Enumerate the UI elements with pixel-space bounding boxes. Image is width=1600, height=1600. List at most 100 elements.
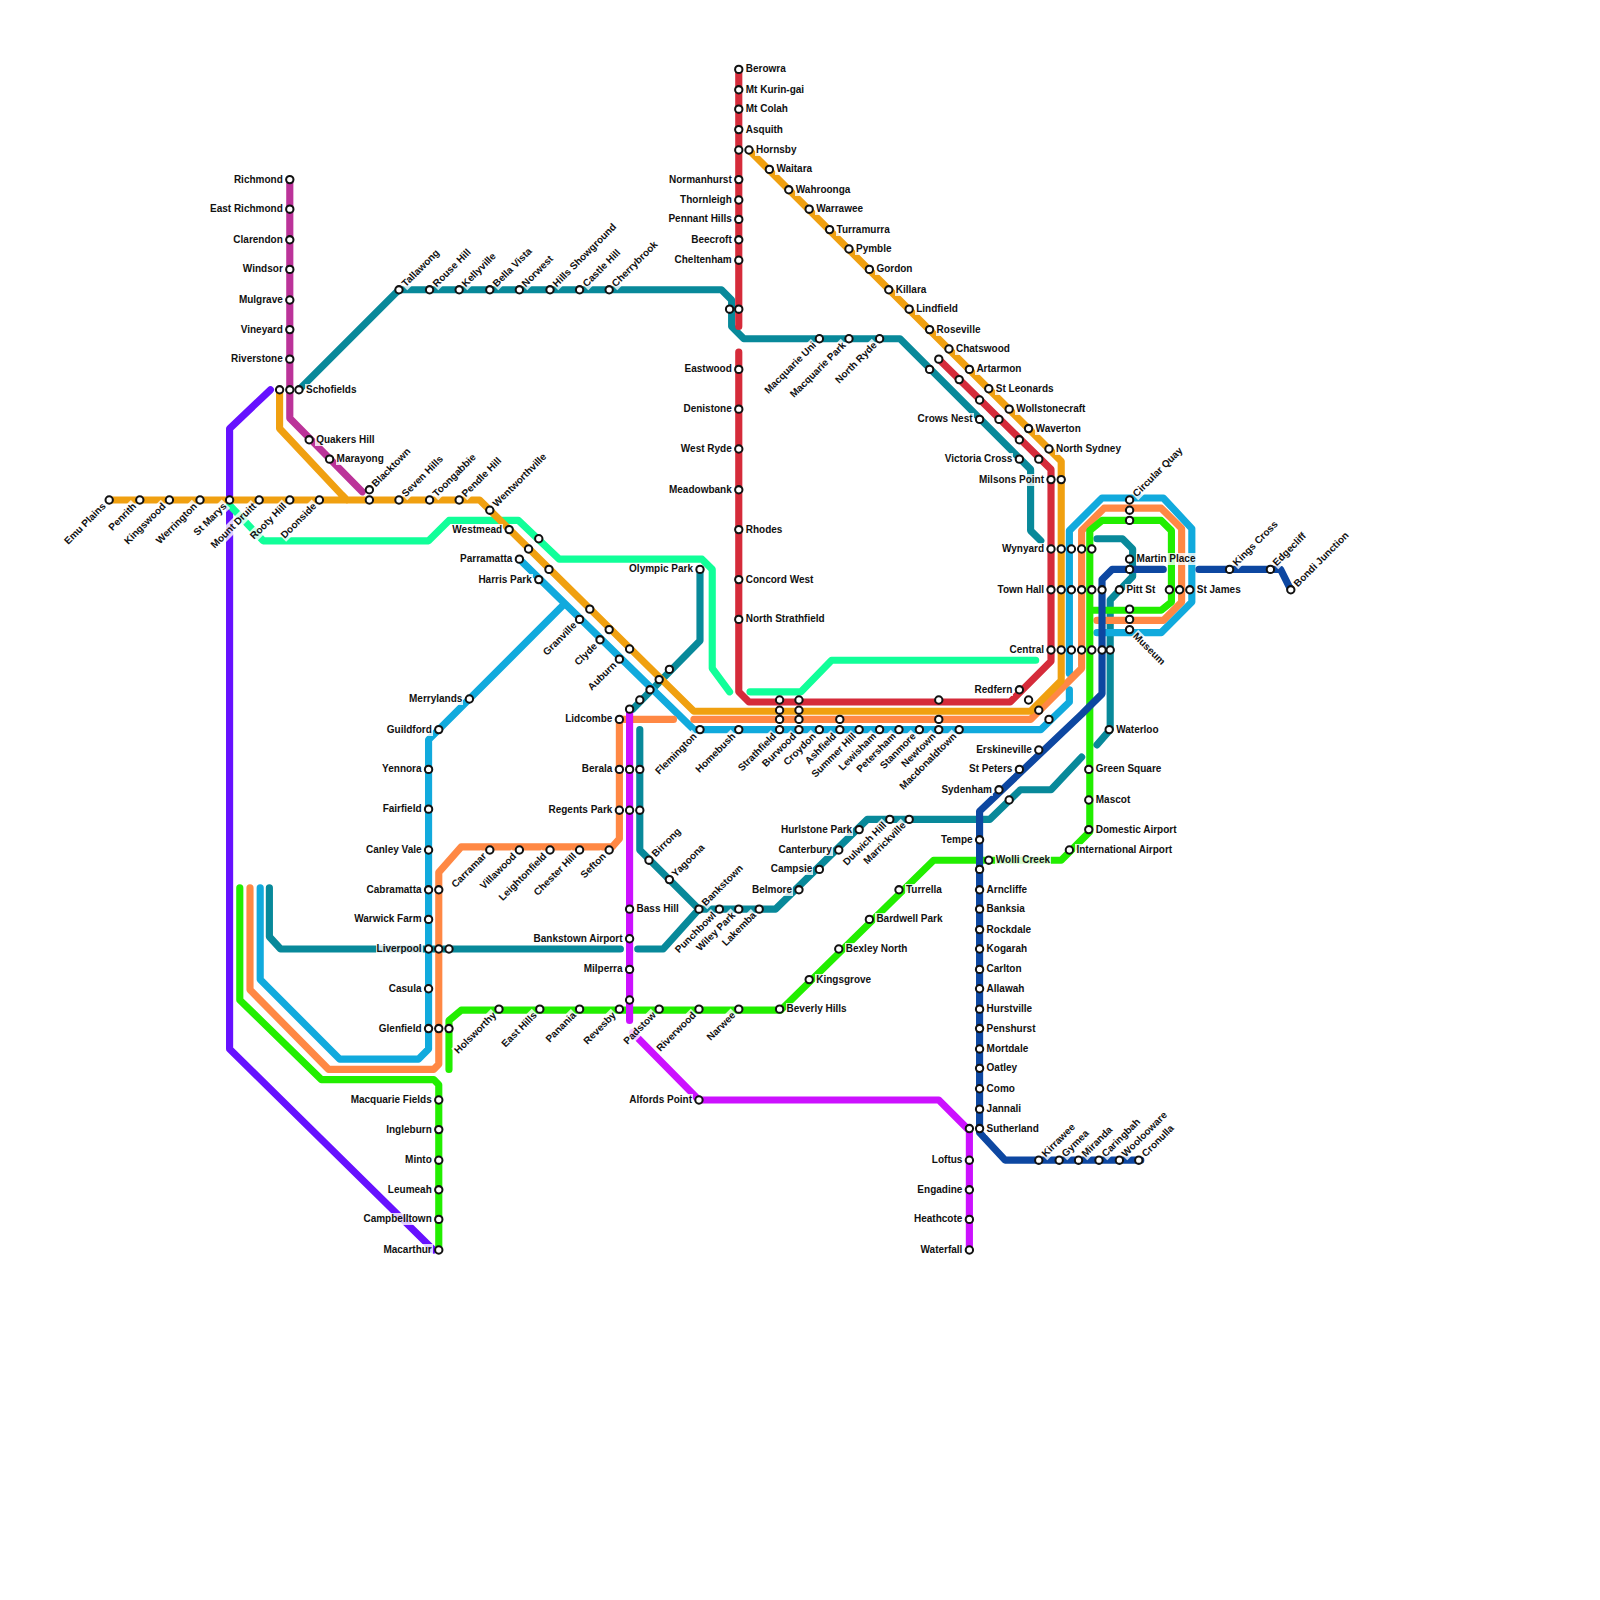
station-dot [735, 445, 742, 452]
station-dot [826, 226, 833, 233]
station-dot [976, 1045, 983, 1052]
station-dot [286, 296, 293, 303]
station-dot [1066, 846, 1073, 853]
rail-line [230, 505, 1036, 692]
station-label: Berala [581, 763, 614, 775]
station-label: Riverwood [653, 1009, 699, 1055]
station-dot [735, 146, 742, 153]
station-label: Asquith [745, 124, 784, 136]
station-dot [166, 496, 173, 503]
station-dot [776, 707, 783, 714]
station-dot [1058, 545, 1065, 552]
station-dot [435, 1216, 442, 1223]
station-dot [695, 1096, 702, 1103]
station-dot [806, 976, 813, 983]
station-dot [976, 1065, 983, 1072]
station-label: Waterfall [920, 1244, 964, 1256]
station-label: Kingsgrove [815, 974, 872, 986]
station-dot [286, 326, 293, 333]
station-dot [1025, 425, 1032, 432]
station-dot [916, 726, 923, 733]
station-label: Penshurst [986, 1023, 1037, 1035]
station-label: Campsie [770, 863, 814, 875]
station-dot [845, 335, 852, 342]
station-dot [995, 786, 1002, 793]
station-label: Pitt St [1125, 584, 1156, 596]
station-dot [935, 716, 942, 723]
station-dot [456, 496, 463, 503]
station-label: Alfords Point [628, 1094, 693, 1106]
station-label: Erskineville [975, 744, 1033, 756]
station-label: Jannali [986, 1103, 1022, 1115]
station-dot [976, 945, 983, 952]
station-label: Tempe [940, 834, 974, 846]
station-label: Emu Plains [61, 500, 109, 548]
station-dot [256, 496, 263, 503]
station-label: Normanhurst [668, 174, 733, 186]
station-label: Sydenham [940, 784, 993, 796]
station-label: Town Hall [997, 584, 1045, 596]
station-dot [1095, 1157, 1102, 1164]
station-label: West Ryde [680, 443, 733, 455]
station-label: Richmond [233, 174, 284, 186]
station-dot [795, 696, 802, 703]
station-dot [966, 1216, 973, 1223]
station-dot [645, 857, 652, 864]
station-label: East Hills [498, 1009, 540, 1051]
station-dot [1016, 456, 1023, 463]
station-dot [425, 945, 432, 952]
station-dot [735, 406, 742, 413]
station-label: Bankstown Airport [533, 933, 624, 945]
station-dot [735, 486, 742, 493]
station-dot [516, 286, 523, 293]
station-dot [426, 286, 433, 293]
station-dot [906, 816, 913, 823]
station-dot [1116, 586, 1123, 593]
station-dot [985, 857, 992, 864]
station-dot [1126, 626, 1133, 633]
station-dot [766, 166, 773, 173]
station-dot [735, 366, 742, 373]
station-dot [626, 706, 633, 713]
station-dot [546, 286, 553, 293]
station-dot [735, 216, 742, 223]
station-dot [696, 726, 703, 733]
station-dot [966, 1125, 973, 1132]
station-dot [1088, 586, 1095, 593]
station-label: Regents Park [547, 804, 613, 816]
station-dot [1078, 586, 1085, 593]
rail-line [250, 508, 1182, 1069]
station-dot [606, 286, 613, 293]
station-dot [525, 545, 532, 552]
station-dot [516, 846, 523, 853]
station-dot [976, 1125, 983, 1132]
station-dot [226, 496, 233, 503]
station-label: Turrella [905, 884, 943, 896]
station-dot [795, 726, 802, 733]
station-label: Victoria Cross [944, 453, 1014, 465]
station-label: Crows Nest [917, 413, 974, 425]
station-label: Casula [388, 983, 423, 995]
station-dot [295, 386, 302, 393]
station-label: Berowra [745, 63, 787, 75]
station-dot [576, 1006, 583, 1013]
station-dot [1047, 545, 1054, 552]
station-dot [1267, 566, 1274, 573]
station-dot [735, 726, 742, 733]
station-dot [316, 496, 323, 503]
station-dot [835, 945, 842, 952]
station-dot [445, 1025, 452, 1032]
station-label: Flemington [652, 729, 700, 777]
station-label: Heathcote [913, 1213, 963, 1225]
station-label: Turramurra [836, 224, 891, 236]
station-dot [366, 486, 373, 493]
station-label: Yagoona [669, 840, 708, 879]
station-dot [626, 966, 633, 973]
station-dot [1045, 716, 1052, 723]
station-dot [876, 726, 883, 733]
station-dot [626, 935, 633, 942]
station-dot [286, 176, 293, 183]
station-dot [735, 906, 742, 913]
station-label: Domestic Airport [1095, 824, 1178, 836]
station-dot [926, 326, 933, 333]
